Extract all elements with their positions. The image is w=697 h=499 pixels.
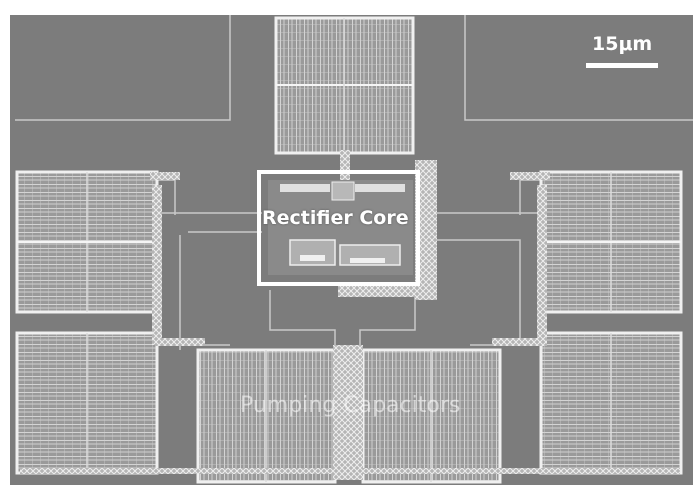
capacitor-right-upper: [539, 170, 683, 314]
capacitor-top: [274, 16, 415, 155]
capacitor-left-lower: [15, 331, 159, 475]
scale-bar-label: 15μm: [592, 33, 653, 55]
capacitor-bottom-center-left: [196, 348, 337, 484]
interconnect-rails: [20, 150, 680, 480]
pumping-capacitors-label: Pumping Capacitors: [240, 393, 461, 418]
scale-bar: [586, 63, 658, 68]
capacitor-right-lower: [539, 331, 683, 475]
capacitor-left-upper: [15, 170, 159, 314]
rectifier-core-label: Rectifier Core: [262, 207, 409, 229]
capacitor-bottom-center-right: [361, 348, 502, 484]
rectifier-core-circuit: [268, 180, 413, 275]
rectifier-core-highlight-box: [257, 170, 420, 286]
